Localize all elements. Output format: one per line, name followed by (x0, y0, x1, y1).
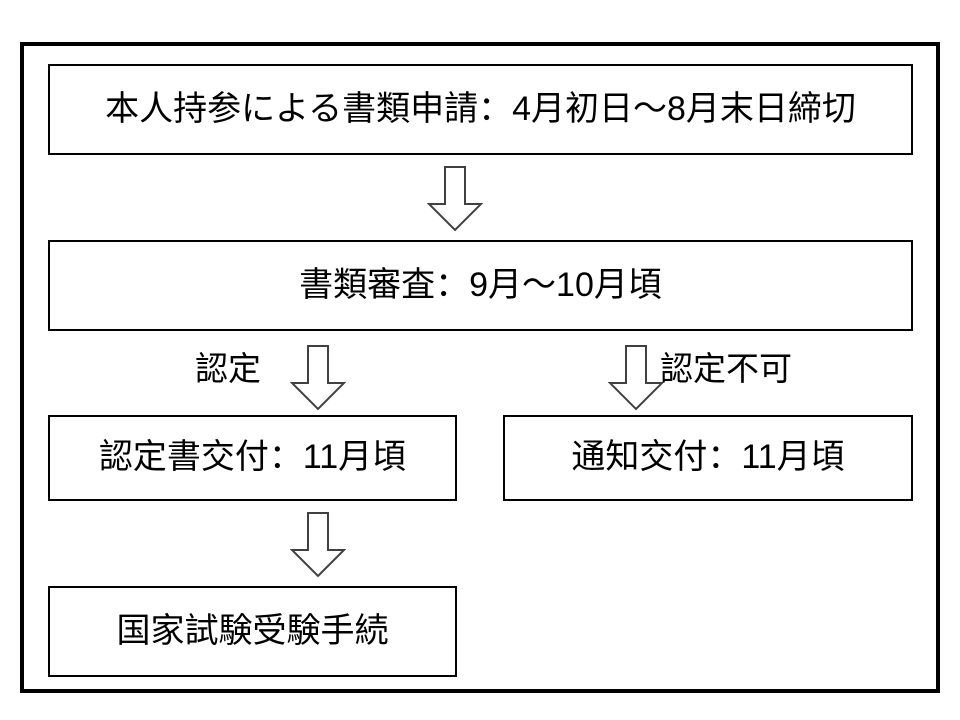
flow-node-application: 本人持参による書類申請：4月初日〜8月末日締切 (48, 64, 913, 155)
flow-node-certificate: 認定書交付：11月頃 (48, 415, 457, 501)
flow-node-notice-label: 通知交付：11月頃 (571, 438, 845, 477)
flow-node-review-label: 書類審査：9月〜10月頃 (299, 265, 662, 304)
branch-label-approved: 認定 (195, 350, 261, 387)
flow-node-notice: 通知交付：11月頃 (503, 415, 913, 501)
flow-node-certificate-label: 認定書交付：11月頃 (98, 438, 407, 477)
branch-label-not-approved: 認定不可 (660, 350, 792, 387)
down-block-arrow-icon (427, 166, 483, 232)
down-block-arrow-icon (290, 345, 346, 411)
flow-node-application-label: 本人持参による書類申請：4月初日〜8月末日締切 (105, 89, 856, 128)
flow-node-exam-label: 国家試験受験手続 (116, 611, 389, 650)
down-block-arrow-icon (608, 345, 664, 411)
down-block-arrow-icon (290, 512, 346, 578)
flow-node-review: 書類審査：9月〜10月頃 (48, 240, 913, 331)
flow-node-exam: 国家試験受験手続 (48, 586, 457, 677)
